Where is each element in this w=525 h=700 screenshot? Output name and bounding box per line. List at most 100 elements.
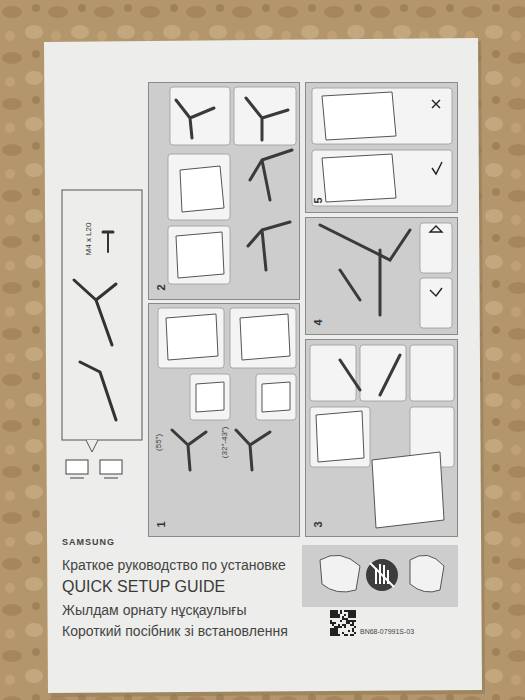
qr-code <box>330 610 356 636</box>
qr-module <box>334 630 336 632</box>
warning-panel-part <box>320 555 360 592</box>
qr-module <box>334 614 336 616</box>
paper-sheet <box>44 38 485 697</box>
qr-module <box>350 610 352 612</box>
qr-module <box>332 614 334 616</box>
qr-module <box>354 614 356 616</box>
qr-module <box>338 634 340 636</box>
tv-outlines-part <box>240 314 290 360</box>
qr-module <box>336 610 338 612</box>
qr-module <box>352 624 354 626</box>
qr-module <box>354 620 356 622</box>
step-panel: 3 <box>305 339 458 537</box>
qr-module <box>330 632 332 634</box>
qr-module <box>332 628 334 630</box>
part-code: BN68-07991S-03 <box>360 628 414 636</box>
image-cells-part <box>170 87 230 145</box>
qr-module <box>342 624 344 626</box>
qr-module <box>354 610 356 612</box>
qr-module <box>334 616 336 618</box>
qr-module <box>346 634 348 636</box>
qr-module <box>330 610 332 612</box>
qr-module <box>346 620 348 622</box>
qr-module <box>334 612 336 614</box>
qr-module <box>348 630 350 632</box>
warning-panel-part <box>410 555 444 592</box>
step-number: 5 <box>313 197 324 203</box>
qr-module <box>336 628 338 630</box>
qr-module <box>338 614 340 616</box>
tv-outlines-part <box>262 382 290 412</box>
qr-module <box>342 618 344 620</box>
qr-module <box>332 630 334 632</box>
step-panel: 4 <box>305 217 458 335</box>
qr-module <box>334 622 336 624</box>
qr-module <box>354 612 356 614</box>
qr-module <box>344 618 346 620</box>
qr-module <box>354 626 356 628</box>
image-cells-part <box>312 88 452 144</box>
image-cells-part <box>256 374 296 420</box>
qr-module <box>344 624 346 626</box>
step-panel: 2 <box>148 82 300 300</box>
step-panel-fills-part <box>305 217 458 335</box>
parts-box-outline <box>62 190 142 452</box>
qr-module <box>350 616 352 618</box>
qr-module <box>348 622 350 624</box>
qr-module <box>336 612 338 614</box>
parts-drawings-part <box>74 280 116 345</box>
qr-module <box>332 634 334 636</box>
screw-spec: M4 x L20 <box>85 223 93 256</box>
tv-outlines-part <box>322 92 396 140</box>
qr-module <box>340 610 342 612</box>
check-marks-part <box>432 162 442 174</box>
tv-outlines-part <box>180 166 224 212</box>
qr-module <box>340 612 342 614</box>
stand-drawings-part <box>236 430 270 470</box>
guide-title-uk: Короткий посібник зі встановлення <box>62 624 288 639</box>
qr-module <box>348 614 350 616</box>
parts-drawings-part <box>103 231 113 234</box>
qr-module <box>334 634 336 636</box>
qr-module <box>330 634 332 636</box>
step-number: 4 <box>313 319 324 325</box>
step-number: 1 <box>156 521 167 527</box>
screen-size: (32"-43") <box>222 426 231 457</box>
image-cells-part <box>410 345 454 401</box>
qr-module <box>334 626 336 628</box>
qr-module <box>354 632 356 634</box>
qr-module <box>340 620 342 622</box>
qr-module <box>342 632 344 634</box>
stand-drawings-part <box>320 225 410 395</box>
qr-module <box>346 610 348 612</box>
qr-module <box>350 634 352 636</box>
step-panel-fills <box>148 82 458 537</box>
qr-module <box>330 622 332 624</box>
image-cells-part <box>230 308 296 368</box>
qr-module <box>348 610 350 612</box>
qr-module <box>336 626 338 628</box>
qr-module <box>332 632 334 634</box>
image-cells-part <box>168 226 230 284</box>
qr-module <box>330 628 332 630</box>
qr-module <box>330 616 332 618</box>
image-cells-part <box>420 278 452 328</box>
qr-module <box>338 626 340 628</box>
image-cells-part <box>420 223 452 273</box>
tv-outlines-part <box>166 314 218 360</box>
tv-outlines-part <box>196 382 224 412</box>
tv-icons-part <box>66 460 88 474</box>
paper-sheet-part <box>44 38 482 693</box>
qr-module <box>344 614 346 616</box>
qr-module <box>336 614 338 616</box>
image-cells <box>158 87 454 467</box>
parts-box-outline-part <box>62 190 142 440</box>
qr-module <box>344 634 346 636</box>
warning-panel <box>302 545 458 607</box>
tv-outlines-part <box>176 232 224 278</box>
image-cells-part <box>360 345 406 401</box>
screen-size: (55") <box>156 433 165 450</box>
parts-drawings <box>74 232 116 420</box>
